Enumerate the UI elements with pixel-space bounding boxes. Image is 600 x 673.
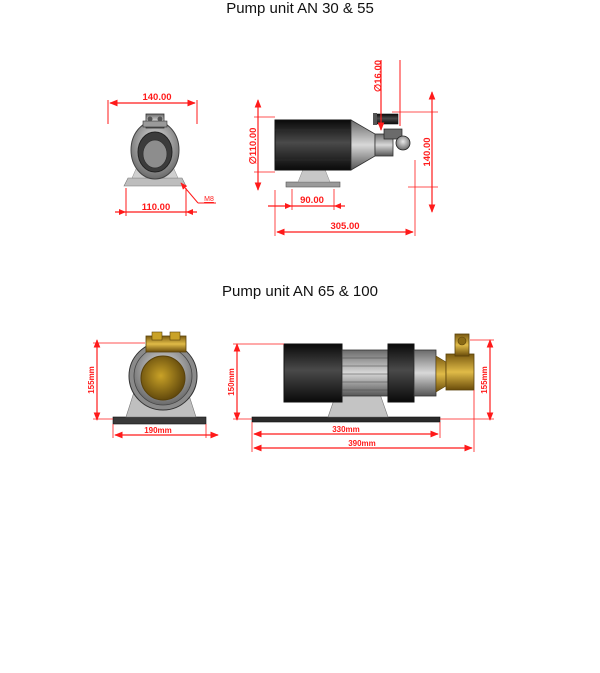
side-base-plate	[285, 181, 341, 188]
side2-adapter	[413, 349, 437, 397]
section1-front-dimensions: 140.00 110.00 M8	[107, 92, 216, 216]
front-base-label: 110.00	[142, 202, 171, 213]
side2-motor-height-label: 150mm	[227, 368, 236, 396]
side2-inner-length-label: 330mm	[332, 425, 360, 434]
side-diameter-label: ∅110.00	[248, 128, 259, 165]
front2-brass-face	[140, 355, 186, 401]
side2-motor-fins	[341, 349, 389, 397]
side-valve	[383, 128, 403, 140]
front2-height-label: 155mm	[87, 366, 96, 394]
side-pump-cone	[350, 119, 376, 171]
section2-side-view	[251, 333, 475, 423]
section2-title: Pump unit AN 65 & 100	[222, 283, 378, 300]
side-length-label: 305.00	[330, 221, 359, 232]
side2-motor-left	[283, 343, 343, 403]
section1-title: Pump unit AN 30 & 55	[226, 0, 374, 17]
side2-height-label: 155mm	[480, 366, 489, 394]
front-width-label: 140.00	[142, 92, 171, 103]
section1-side-dimensions: ∅110.00 ∅16.00 140.00 90.00 305.00	[248, 60, 438, 236]
side2-pump-head	[445, 353, 475, 391]
front2-width-label: 190mm	[144, 426, 172, 435]
side-outlet-label: ∅16.00	[373, 60, 384, 92]
bolt-leader	[180, 182, 199, 204]
section1-side-view	[274, 113, 411, 188]
side-height-label: 140.00	[422, 137, 433, 166]
section1-front-view	[123, 113, 187, 187]
side2-base-plate	[251, 416, 441, 423]
section2-front-dimensions: 155mm 190mm	[87, 339, 219, 439]
section2-front-view	[112, 331, 207, 425]
front2-base-plate	[112, 416, 207, 425]
side-foot-label: 90.00	[300, 195, 324, 206]
front-bolt-label: M8	[204, 196, 214, 203]
side-fitting	[375, 113, 399, 125]
side-motor	[274, 119, 352, 171]
side2-length-label: 390mm	[348, 439, 376, 448]
front-base-plate	[123, 177, 187, 187]
side2-motor-right	[387, 343, 415, 403]
section2-side-dimensions: 150mm 155mm 330mm 390mm	[227, 339, 494, 452]
